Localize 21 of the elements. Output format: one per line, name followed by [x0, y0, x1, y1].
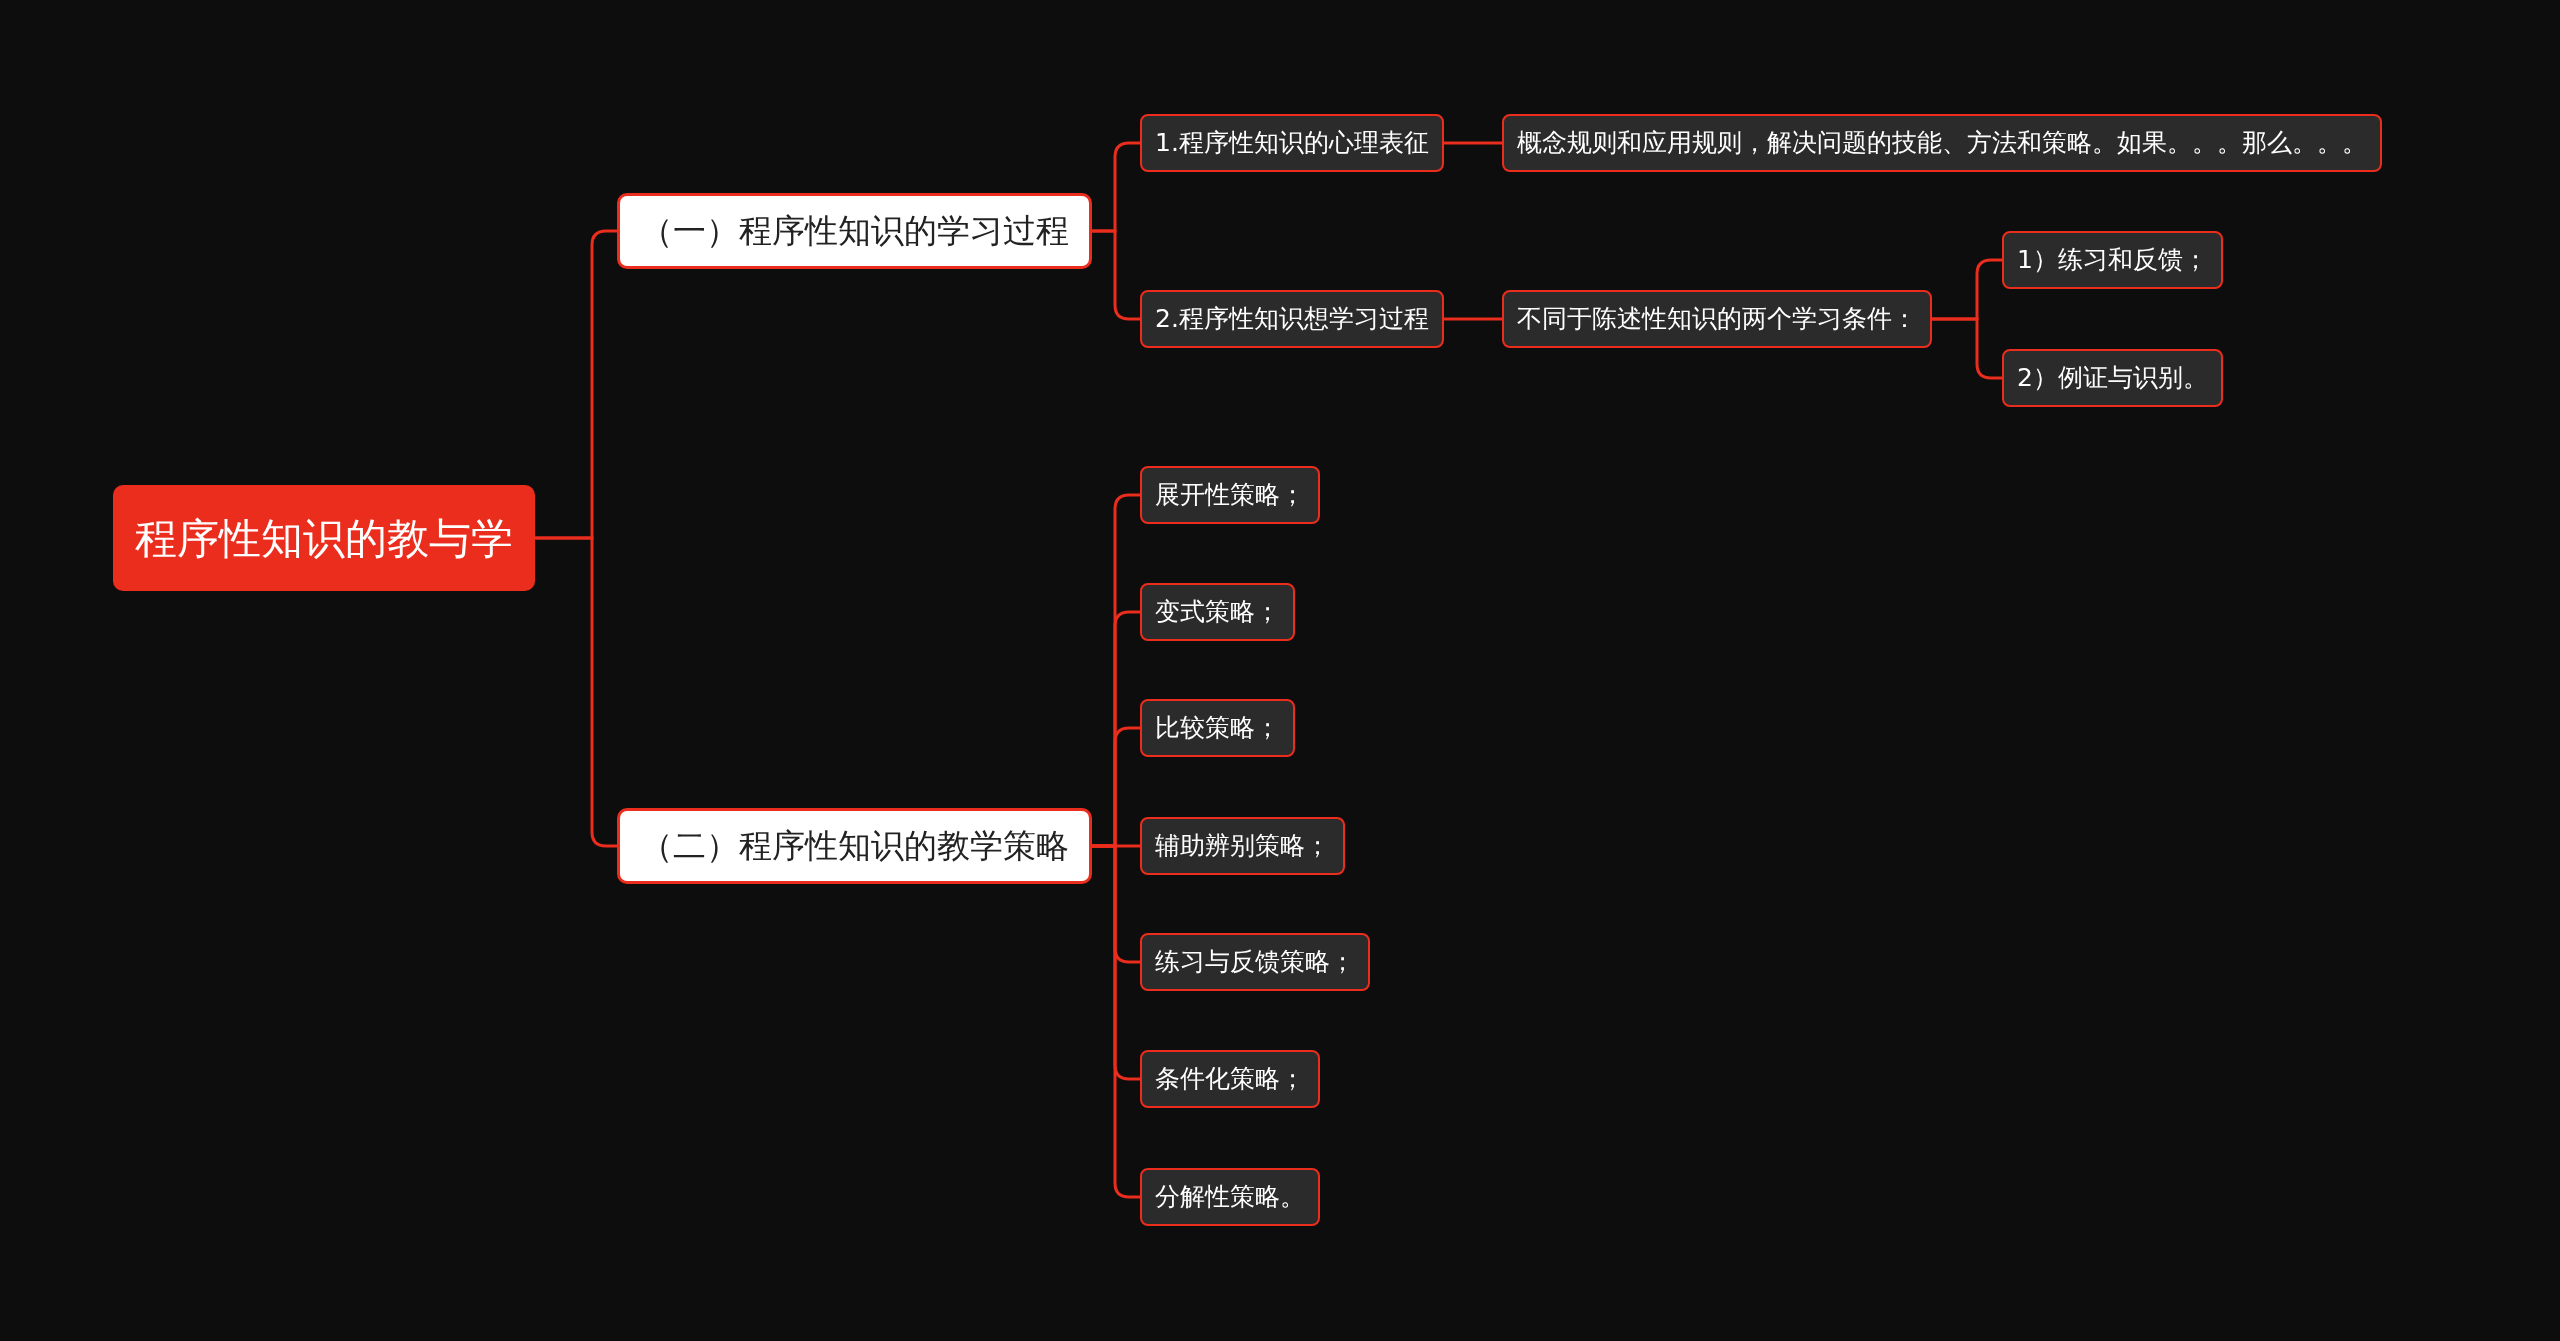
branch-topic-box: （二）程序性知识的教学策略 — [617, 808, 1092, 884]
subtopic-box: 1.程序性知识的心理表征 — [1140, 114, 1444, 172]
subtopic-box: 不同于陈述性知识的两个学习条件： — [1502, 290, 1932, 348]
root-topic-box: 程序性知识的教与学 — [113, 485, 535, 591]
subtopic-box: 比较策略； — [1140, 699, 1295, 757]
subtopic-box: 辅助辨别策略； — [1140, 817, 1345, 875]
subtopic-box: 条件化策略； — [1140, 1050, 1320, 1108]
subtopic-box: 1）练习和反馈； — [2002, 231, 2223, 289]
connector-line — [1444, 317, 1502, 321]
subtopic-box: 练习与反馈策略； — [1140, 933, 1370, 991]
subtopic-box: 概念规则和应用规则，解决问题的技能、方法和策略。如果。。。那么。。。 — [1502, 114, 2382, 172]
connector-line — [1444, 141, 1502, 145]
subtopic-box: 2）例证与识别。 — [2002, 349, 2223, 407]
subtopic-box: 变式策略； — [1140, 583, 1295, 641]
branch-topic-box: （一）程序性知识的学习过程 — [617, 193, 1092, 269]
subtopic-box: 2.程序性知识想学习过程 — [1140, 290, 1444, 348]
subtopic-box: 分解性策略。 — [1140, 1168, 1320, 1226]
connector-line — [1092, 229, 1140, 321]
connector-line — [535, 536, 617, 848]
connector-line — [1932, 317, 2002, 380]
subtopic-box: 展开性策略； — [1140, 466, 1320, 524]
